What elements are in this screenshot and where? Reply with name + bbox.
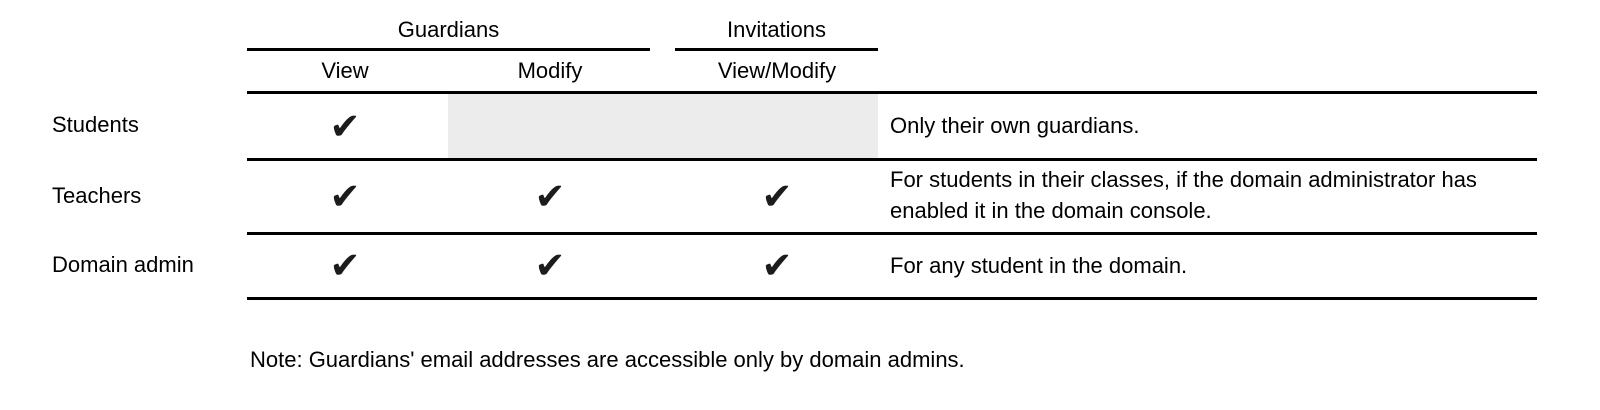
guardians-group-underline: [247, 48, 650, 51]
domain-admin-guardians-view-check: ✔: [329, 244, 361, 287]
teachers-guardians-modify-check: ✔: [534, 175, 566, 218]
students-comment: Only their own guardians.: [890, 113, 1140, 138]
column-header-invitations-view-modify: View/Modify: [717, 58, 837, 83]
column-header-guardians-view: View: [321, 58, 369, 83]
table-bottom-rule: [247, 297, 1537, 300]
invitations-group-underline: [675, 48, 878, 51]
students-disabled-cells-region: [448, 94, 878, 158]
footnote: Note: Guardians' email addresses are acc…: [250, 347, 965, 372]
row-label-students: Students: [52, 112, 139, 137]
students-invitations-view-modify-check: [702, 95, 852, 158]
row-label-domain-admin: Domain admin: [52, 252, 194, 277]
column-group-guardians-label: Guardians: [397, 17, 500, 42]
row-label-teachers: Teachers: [52, 183, 142, 208]
teachers-guardians-view-check: ✔: [329, 175, 361, 218]
domain-admin-comment: For any student in the domain.: [890, 253, 1188, 278]
header-bottom-rule: [247, 91, 1537, 94]
column-header-guardians-modify: Modify: [517, 58, 583, 83]
domain-admin-guardians-modify-check: ✔: [534, 244, 566, 287]
teachers-comment: For students in their classes, if the do…: [890, 167, 1477, 223]
row-divider-2: [247, 232, 1537, 235]
column-group-invitations-label: Invitations: [726, 17, 827, 42]
domain-admin-invitations-view-modify-check: ✔: [761, 244, 793, 287]
students-guardians-modify-check: [475, 95, 625, 158]
teachers-invitations-view-modify-check: ✔: [761, 175, 793, 218]
students-guardians-view-check: ✔: [329, 105, 361, 148]
row-divider-1: [247, 158, 1537, 161]
